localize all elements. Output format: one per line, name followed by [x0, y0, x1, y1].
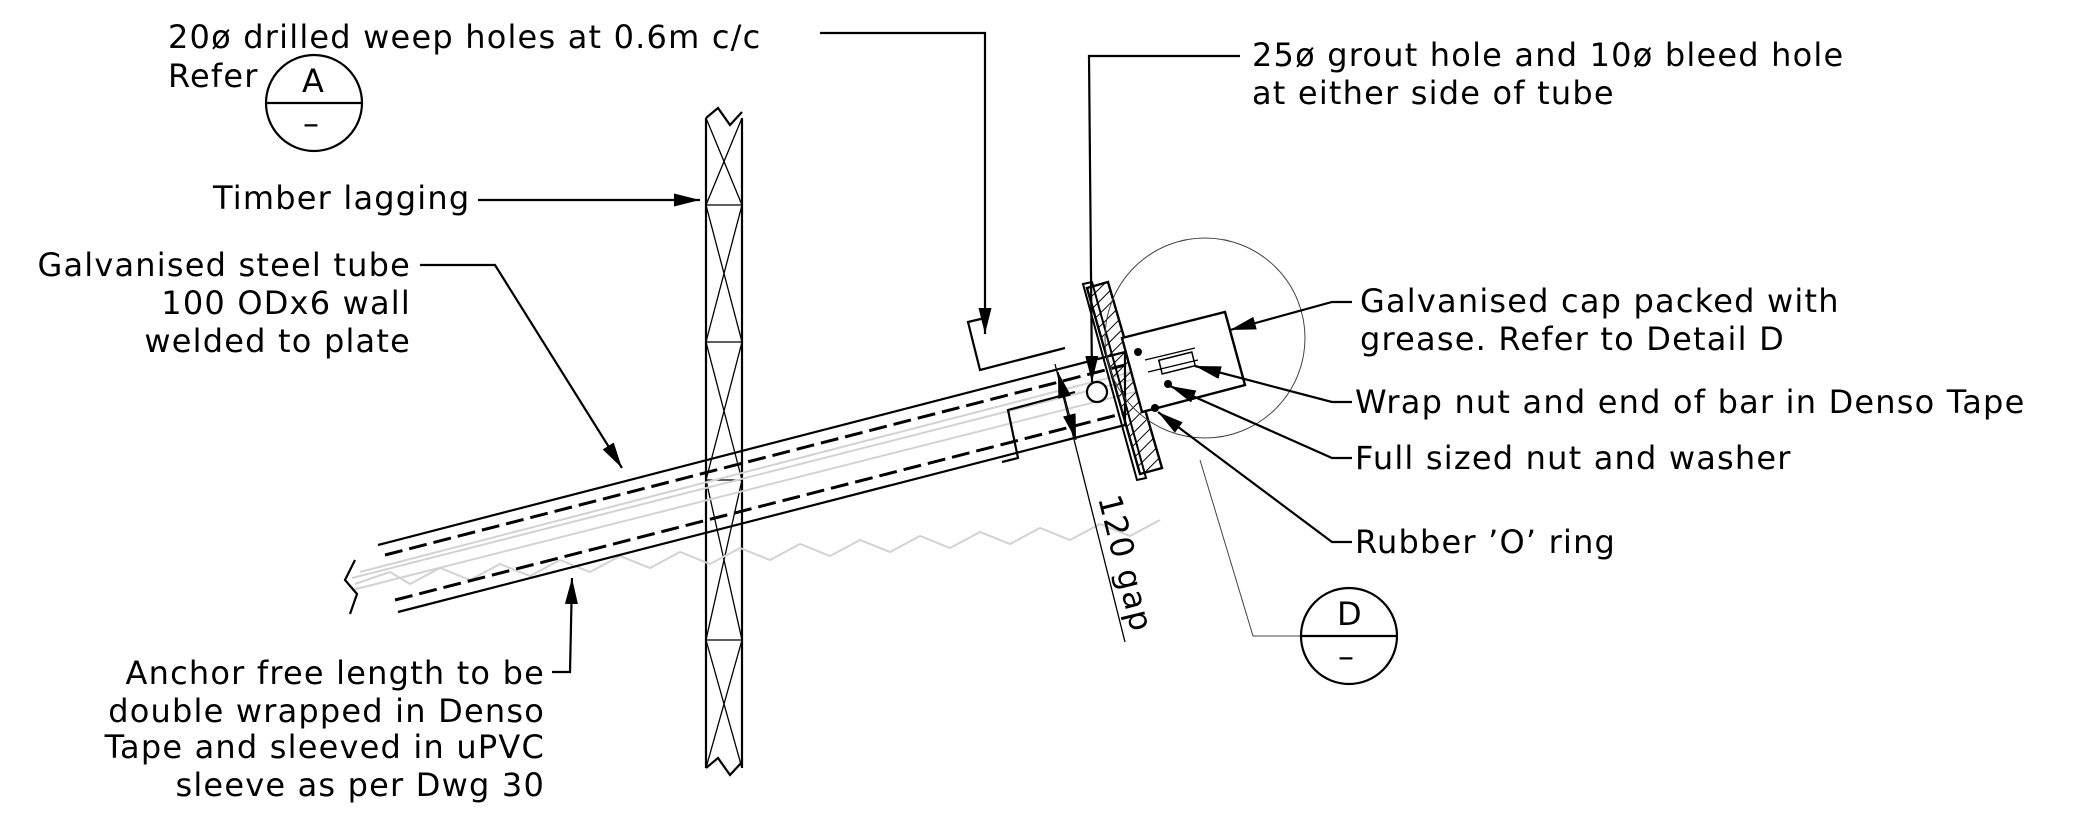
weep-holes-label: 20ø drilled weep holes at 0.6m c/c — [168, 18, 761, 56]
anchor-label-line3: Tape and sleeved in uPVC — [104, 728, 545, 766]
grout-label-line2: at either side of tube — [1252, 74, 1615, 112]
detail-d-boundary — [1104, 237, 1306, 439]
anchor-bar — [351, 361, 1183, 591]
detail-d-callout: D – — [1199, 459, 1399, 686]
wrap-nut-label: Wrap nut and end of bar in Denso Tape — [1355, 383, 2025, 421]
cap-label-line1: Galvanised cap packed with — [1360, 282, 1840, 320]
o-ring-dot — [1151, 404, 1159, 412]
full-nut-label: Full sized nut and washer — [1355, 439, 1792, 477]
leaders — [420, 31, 1352, 674]
nut-dot — [1134, 348, 1142, 356]
gap-dimension — [1054, 363, 1126, 643]
o-ring-label: Rubber ’O’ ring — [1355, 523, 1616, 561]
anchor-label-line4: sleeve as per Dwg 30 — [175, 766, 545, 804]
refer-label: Refer — [168, 57, 259, 95]
cap-label-line2: grease. Refer to Detail D — [1360, 320, 1785, 358]
galvanised-cap — [1120, 310, 1247, 414]
timber-lagging-label: Timber lagging — [212, 179, 470, 217]
detail-d-letter: D — [1337, 595, 1363, 633]
weep-brackets — [966, 316, 1076, 464]
tube-label-line3: welded to plate — [144, 322, 411, 360]
anchor-label-line2: double wrapped in Denso — [108, 692, 545, 730]
gap-label: 120 gap — [1090, 491, 1161, 636]
anchor-label-line1: Anchor free length to be — [126, 654, 546, 692]
detail-a-callout: A – — [264, 53, 364, 153]
tube-label-line2: 100 ODx6 wall — [161, 284, 411, 322]
detail-a-sheet: – — [303, 104, 320, 142]
timber-lagging — [704, 106, 744, 777]
grout-hole — [1085, 380, 1109, 404]
detail-a-letter: A — [302, 62, 325, 100]
detail-d-sheet: – — [1338, 637, 1355, 675]
steel-tube — [343, 350, 1127, 615]
grout-label-line1: 25ø grout hole and 10ø bleed hole — [1252, 36, 1844, 74]
tube-label-line1: Galvanised steel tube — [37, 246, 411, 284]
